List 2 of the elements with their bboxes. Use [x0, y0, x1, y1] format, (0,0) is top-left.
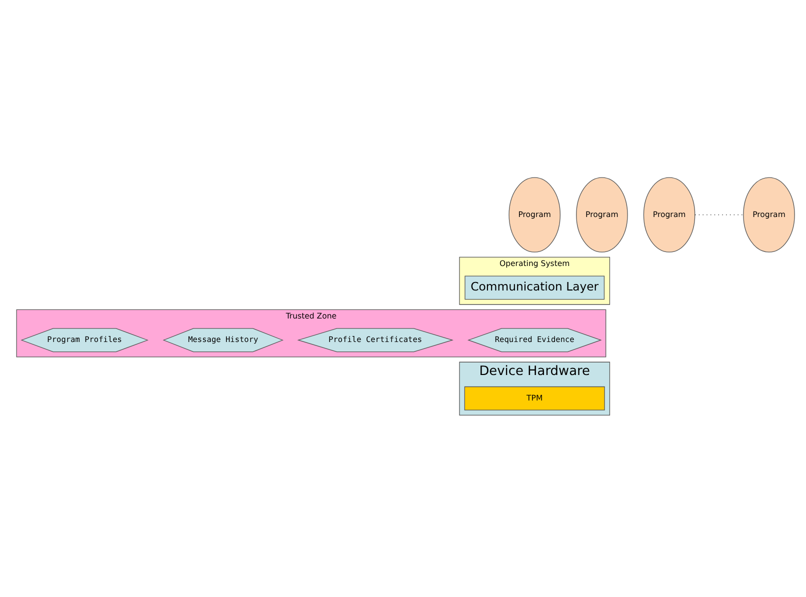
connector	[694, 214, 744, 215]
node-box: Communication Layer	[464, 275, 605, 300]
